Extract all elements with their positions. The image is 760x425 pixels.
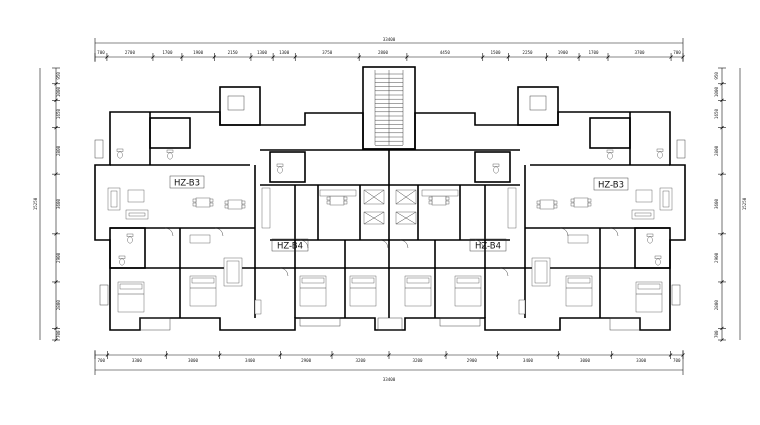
dimension-label: 700 (673, 50, 681, 55)
dimension-label: 3750 (322, 50, 333, 55)
dimension-label: 950 (56, 72, 61, 80)
left-dimension-chain: 15250 950 1000 1650 2800 3600 2900 2800 700 (33, 67, 61, 342)
dimension-label: 950 (714, 72, 719, 80)
dimension-label: 2800 (714, 300, 719, 311)
dimension-label: 2800 (56, 145, 61, 156)
dimension-label: 2900 (56, 252, 61, 263)
dimension-label: 3200 (412, 358, 423, 363)
dimension-label: 1300 (257, 50, 268, 55)
dimension-label: 3000 (188, 358, 199, 363)
dimension-label: 2900 (714, 252, 719, 263)
dimension-label: 2250 (522, 50, 533, 55)
dimension-label: 3300 (636, 358, 647, 363)
unit-label-right-b4: HZ-B4 (475, 242, 501, 252)
dimension-label: 700 (97, 358, 105, 363)
furniture-layer (107, 148, 673, 315)
dimension-label: 3400 (523, 358, 534, 363)
dimension-label: 700 (673, 358, 681, 363)
dimension-label: 700 (714, 330, 719, 338)
dimension-label: 2150 (228, 50, 239, 55)
dimension-label: 2800 (378, 50, 389, 55)
dimension-label: 700 (56, 330, 61, 338)
dimension-label: 3600 (714, 198, 719, 209)
dimension-label: 1700 (162, 50, 173, 55)
dimension-label: 2900 (467, 358, 478, 363)
unit-label-left-b4: HZ-B4 (277, 242, 303, 252)
building-walls (94, 66, 686, 331)
dimension-label: 1500 (490, 50, 501, 55)
dimension-label: 1900 (558, 50, 569, 55)
dimension-label: 3600 (56, 198, 61, 209)
overall-depth-label-right: 15250 (742, 197, 747, 210)
dimension-label: 3700 (634, 50, 645, 55)
bottom-dimension-chain: 33400 700 3300 3000 3400 2900 3200 3200 2900 340… (94, 350, 685, 382)
dimension-label: 1900 (193, 50, 204, 55)
dimension-label: 3000 (580, 358, 591, 363)
dimension-label: 3400 (245, 358, 256, 363)
dimension-label: 1300 (279, 50, 290, 55)
dimension-label: 1650 (714, 109, 719, 120)
dimension-label: 2900 (301, 358, 312, 363)
dimension-label: 2800 (56, 300, 61, 311)
dimension-label: 1000 (56, 87, 61, 98)
dimension-label: 2700 (125, 50, 136, 55)
right-dimension-chain: 15250 950 1000 1650 2800 3600 2900 2800 700 (714, 67, 747, 342)
dimension-label: 1000 (714, 87, 719, 98)
dimension-label: 3200 (355, 358, 366, 363)
dimension-label: 1650 (56, 109, 61, 120)
unit-label-left-b3: HZ-B3 (174, 179, 200, 189)
dimension-label: 700 (97, 50, 105, 55)
dimension-label: 2800 (714, 145, 719, 156)
unit-labels: HZ-B3 HZ-B4 HZ-B4 HZ-B3 (169, 175, 629, 252)
overall-width-label-top: 33400 (383, 37, 396, 42)
overall-depth-label-left: 15250 (33, 197, 38, 210)
unit-label-right-b3: HZ-B3 (598, 181, 624, 191)
overall-width-label-bottom: 33400 (383, 377, 396, 382)
dimension-label: 3300 (132, 358, 143, 363)
dimension-label: 4450 (440, 50, 451, 55)
top-dimension-chain: 33400 700 2700 1700 1900 2150 1300 1300 3750 280… (94, 37, 685, 62)
dimension-label: 1700 (588, 50, 599, 55)
